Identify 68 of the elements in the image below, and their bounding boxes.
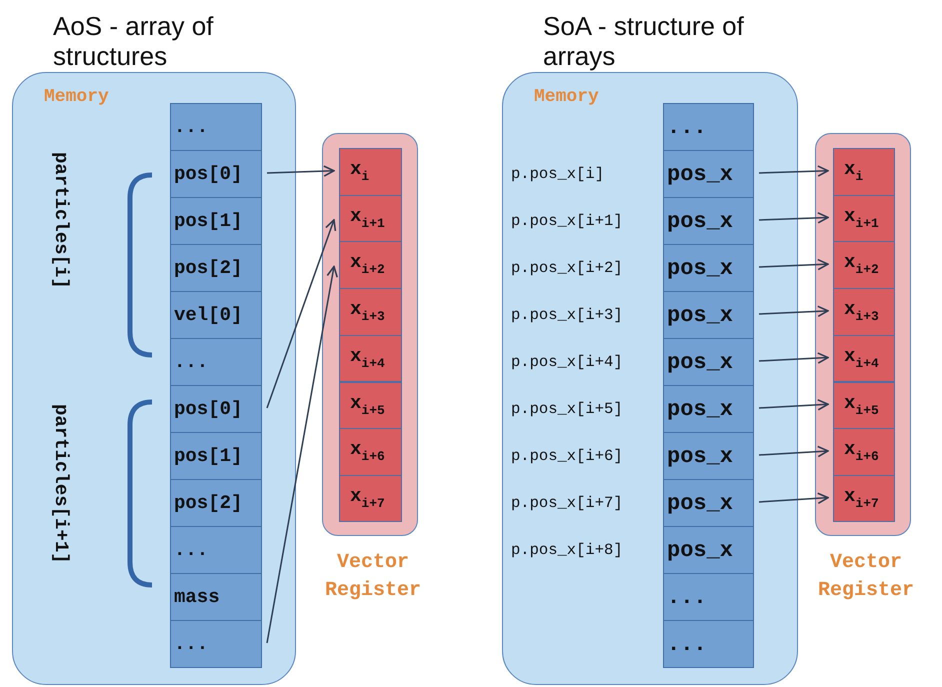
memory-cell: pos_x — [663, 150, 754, 198]
arrow — [758, 399, 829, 411]
memory-cell: pos_x — [663, 479, 754, 527]
panel-heading: Memory — [44, 87, 109, 107]
group-label: particles[i+1] — [50, 404, 72, 564]
memory-cell: ... — [663, 573, 754, 621]
memory-cell: ... — [170, 103, 262, 151]
register-cell: x$_{i+3}$ — [833, 288, 895, 336]
memory-cell: pos[1] — [170, 432, 262, 480]
register-cell: x$_{i+7}$ — [339, 474, 402, 522]
arrow — [758, 306, 829, 318]
register-cell: x$_{i+5}$ — [339, 382, 402, 429]
register-cell: x$_{i+7}$ — [833, 474, 895, 522]
arrow — [758, 165, 829, 177]
register-label: Vector Register — [816, 550, 915, 604]
memory-cell: pos_x — [663, 197, 754, 245]
arrow — [266, 219, 336, 408]
memory-cell: pos[2] — [170, 244, 262, 292]
memory-cell: pos_x — [663, 244, 754, 292]
memory-cell: vel[0] — [170, 291, 262, 339]
group-label: particles[i] — [50, 152, 72, 289]
memory-cell: pos_x — [663, 338, 754, 386]
arrow — [758, 492, 829, 504]
register-label: Vector Register — [324, 550, 422, 604]
memory-cell: mass — [170, 573, 262, 621]
arrow — [758, 446, 829, 458]
element-label: p.pos_x[i+2] — [511, 258, 623, 279]
register-cell: x$_{i+5}$ — [833, 382, 895, 429]
element-label: p.pos_x[i+6] — [511, 446, 623, 467]
element-label: p.pos_x[i+1] — [511, 211, 623, 232]
register-cell: x$_{i}$ — [339, 148, 402, 196]
arrow — [758, 352, 829, 364]
memory-cell: ... — [663, 103, 754, 151]
arrow — [266, 266, 338, 644]
panel-title: SoA - structure of arrays — [543, 11, 745, 71]
arrow — [266, 165, 335, 177]
element-label: p.pos_x[i+4] — [511, 352, 623, 373]
memory-cell: pos_x — [663, 432, 754, 480]
element-label: p.pos_x[i+5] — [511, 399, 623, 420]
arrow — [758, 258, 829, 270]
memory-cell: pos_x — [663, 291, 754, 339]
memory-cell: ... — [663, 620, 754, 668]
memory-cell: pos[2] — [170, 479, 262, 527]
register-cell: x$_{i+1}$ — [833, 194, 895, 242]
register-cell: x$_{i+1}$ — [339, 194, 402, 242]
register-cell: x$_{i+6}$ — [339, 428, 402, 476]
register-cell: x$_{i+4}$ — [339, 334, 402, 382]
panel-title: AoS - array of structures — [53, 11, 214, 71]
memory-cell: pos[0] — [170, 150, 262, 198]
element-label: p.pos_x[i+7] — [511, 493, 623, 514]
register-cell: x$_{i+2}$ — [339, 241, 402, 289]
memory-cell: ... — [170, 526, 262, 574]
memory-cell: ... — [170, 620, 262, 668]
panel-heading: Memory — [534, 87, 599, 107]
element-label: p.pos_x[i+8] — [511, 540, 623, 561]
memory-cell: ... — [170, 338, 262, 386]
arrow — [758, 212, 829, 224]
register-cell: x$_{i+2}$ — [833, 241, 895, 289]
memory-cell: pos[0] — [170, 385, 262, 433]
element-label: p.pos_x[i] — [511, 164, 604, 185]
memory-cell: pos[1] — [170, 197, 262, 245]
register-cell: x$_{i}$ — [833, 148, 895, 196]
element-label: p.pos_x[i+3] — [511, 305, 623, 326]
memory-cell: pos_x — [663, 526, 754, 574]
register-cell: x$_{i+6}$ — [833, 428, 895, 476]
register-cell: x$_{i+3}$ — [339, 288, 402, 336]
memory-cell: pos_x — [663, 385, 754, 433]
register-cell: x$_{i+4}$ — [833, 334, 895, 382]
